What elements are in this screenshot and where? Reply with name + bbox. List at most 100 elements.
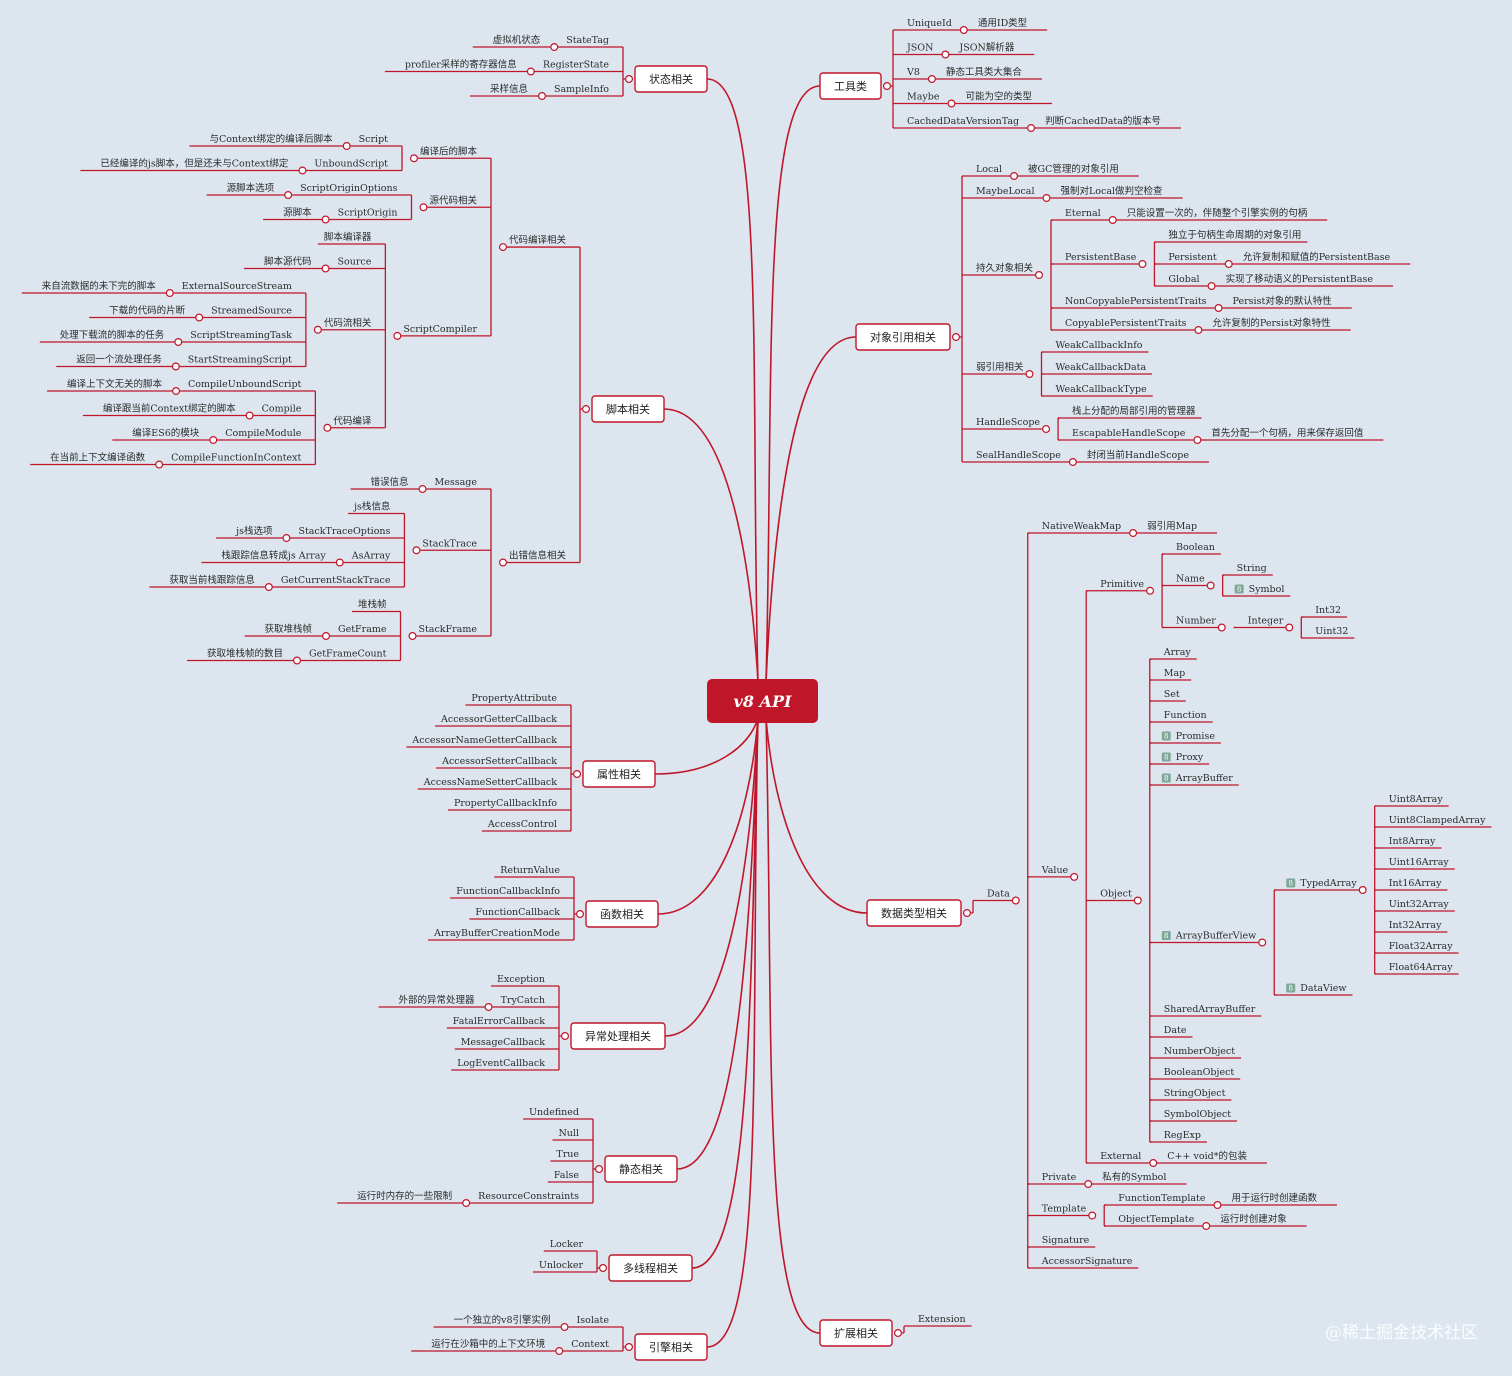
collapse-toggle[interactable]: [526, 67, 535, 76]
collapse-toggle[interactable]: [1025, 370, 1034, 379]
collapse-toggle[interactable]: [264, 582, 273, 591]
collapse-toggle[interactable]: [959, 26, 968, 35]
collapse-toggle[interactable]: [1011, 896, 1020, 905]
collapse-toggle[interactable]: [1285, 623, 1294, 632]
node-text: 虚拟机状态: [493, 34, 541, 46]
node--topic[interactable]: 引擎相关: [634, 1333, 708, 1361]
collapse-toggle[interactable]: [293, 656, 302, 665]
collapse-toggle[interactable]: [209, 436, 218, 445]
collapse-toggle[interactable]: [1010, 172, 1019, 181]
collapse-toggle[interactable]: [462, 1198, 471, 1207]
node-text: 可能为空的类型: [965, 91, 1032, 103]
collapse-toggle[interactable]: [342, 142, 351, 151]
collapse-toggle[interactable]: [498, 243, 507, 252]
node-text: RegisterState: [543, 60, 610, 71]
collapse-toggle[interactable]: [1027, 123, 1036, 132]
node--topic[interactable]: 工具类: [819, 72, 882, 100]
collapse-toggle[interactable]: [1034, 271, 1043, 280]
node--topic[interactable]: 脚本相关: [591, 395, 665, 423]
collapse-toggle[interactable]: [1149, 1158, 1158, 1167]
collapse-toggle[interactable]: [1217, 623, 1226, 632]
collapse-toggle[interactable]: [408, 631, 417, 640]
node--topic[interactable]: 静态相关: [604, 1155, 678, 1183]
collapse-toggle[interactable]: [172, 387, 181, 396]
collapse-toggle[interactable]: [624, 1342, 633, 1351]
collapse-toggle[interactable]: [575, 909, 584, 918]
collapse-toggle[interactable]: [594, 1164, 603, 1173]
collapse-toggle[interactable]: [1213, 1200, 1222, 1209]
collapse-toggle[interactable]: [498, 558, 507, 567]
collapse-toggle[interactable]: [572, 769, 581, 778]
collapse-toggle[interactable]: [1358, 885, 1367, 894]
collapse-toggle[interactable]: [1108, 216, 1117, 225]
collapse-toggle[interactable]: [322, 631, 331, 640]
collapse-toggle[interactable]: [419, 203, 428, 212]
node--topic[interactable]: 属性相关: [582, 760, 656, 788]
node-text: MessageCallback: [461, 1037, 546, 1048]
collapse-toggle[interactable]: [550, 42, 559, 51]
collapse-toggle[interactable]: [962, 908, 971, 917]
collapse-toggle[interactable]: [1258, 938, 1267, 947]
root-node[interactable]: v8 API: [707, 679, 818, 723]
collapse-toggle[interactable]: [1194, 326, 1203, 335]
collapse-toggle[interactable]: [284, 191, 293, 200]
collapse-toggle[interactable]: [195, 313, 204, 322]
collapse-toggle[interactable]: [1070, 872, 1079, 881]
collapse-toggle[interactable]: [1042, 194, 1051, 203]
collapse-toggle[interactable]: [1129, 528, 1138, 537]
branch-curve: [676, 717, 759, 1170]
collapse-toggle[interactable]: [927, 74, 936, 83]
collapse-toggle[interactable]: [1207, 282, 1216, 291]
collapse-toggle[interactable]: [174, 338, 183, 347]
collapse-toggle[interactable]: [537, 91, 546, 100]
collapse-toggle[interactable]: [393, 331, 402, 340]
collapse-toggle[interactable]: [882, 81, 891, 90]
collapse-toggle[interactable]: [1084, 1179, 1093, 1188]
collapse-toggle[interactable]: [1206, 581, 1215, 590]
collapse-toggle[interactable]: [1224, 260, 1233, 269]
node-text: String: [1237, 563, 1267, 574]
node-text: 出错信息相关: [509, 550, 567, 562]
node--topic[interactable]: 数据类型相关: [866, 899, 962, 927]
collapse-toggle[interactable]: [165, 289, 174, 298]
collapse-toggle[interactable]: [155, 460, 164, 469]
collapse-toggle[interactable]: [560, 1322, 569, 1331]
collapse-toggle[interactable]: [951, 333, 960, 342]
collapse-toggle[interactable]: [418, 485, 427, 494]
collapse-toggle[interactable]: [412, 546, 421, 555]
collapse-toggle[interactable]: [947, 99, 956, 108]
collapse-toggle[interactable]: [484, 1002, 493, 1011]
collapse-toggle[interactable]: [1042, 425, 1051, 434]
node--topic[interactable]: 多线程相关: [608, 1254, 693, 1282]
collapse-toggle[interactable]: [1146, 586, 1155, 595]
collapse-toggle[interactable]: [1193, 436, 1202, 445]
node--topic[interactable]: 异常处理相关: [570, 1022, 666, 1050]
collapse-toggle[interactable]: [1068, 458, 1077, 467]
collapse-toggle[interactable]: [335, 558, 344, 567]
collapse-toggle[interactable]: [1138, 260, 1147, 269]
collapse-toggle[interactable]: [298, 166, 307, 175]
collapse-toggle[interactable]: [941, 50, 950, 59]
collapse-toggle[interactable]: [323, 423, 332, 432]
collapse-toggle[interactable]: [313, 325, 322, 334]
collapse-toggle[interactable]: [171, 362, 180, 371]
collapse-toggle[interactable]: [1133, 896, 1142, 905]
collapse-toggle[interactable]: [1088, 1211, 1097, 1220]
collapse-toggle[interactable]: [893, 1328, 902, 1337]
node--topic[interactable]: 扩展相关: [819, 1319, 893, 1347]
collapse-toggle[interactable]: [555, 1346, 564, 1355]
collapse-toggle[interactable]: [321, 264, 330, 273]
collapse-toggle[interactable]: [624, 74, 633, 83]
collapse-toggle[interactable]: [1202, 1221, 1211, 1230]
collapse-toggle[interactable]: [245, 411, 254, 420]
collapse-toggle[interactable]: [560, 1031, 569, 1040]
collapse-toggle[interactable]: [282, 533, 291, 542]
collapse-toggle[interactable]: [581, 405, 590, 414]
node--topic[interactable]: 对象引用相关: [855, 323, 951, 351]
node--topic[interactable]: 函数相关: [585, 900, 659, 928]
collapse-toggle[interactable]: [409, 154, 418, 163]
node-state-topic[interactable]: 状态相关: [634, 65, 708, 93]
collapse-toggle[interactable]: [1214, 304, 1223, 313]
collapse-toggle[interactable]: [321, 215, 330, 224]
collapse-toggle[interactable]: [598, 1263, 607, 1272]
